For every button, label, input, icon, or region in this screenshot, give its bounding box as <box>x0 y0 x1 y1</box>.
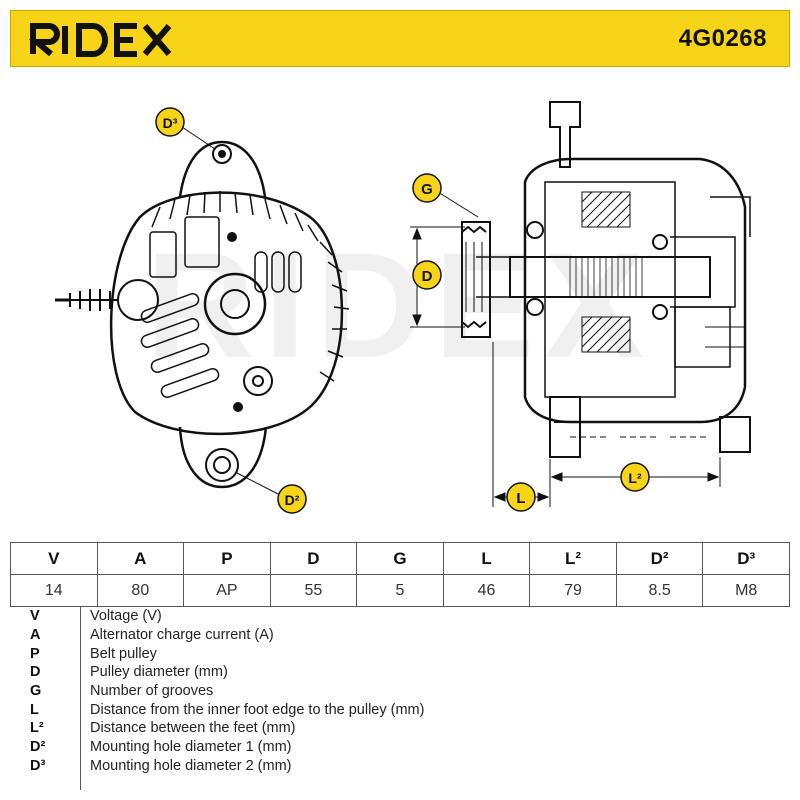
legend-symbol: D³ <box>30 757 46 774</box>
spec-header: P <box>183 542 271 575</box>
legend-item: D Pulley diameter (mm) <box>10 663 790 682</box>
spec-header: D <box>269 542 358 575</box>
legend-description: Mounting hole diameter 2 (mm) <box>90 757 292 774</box>
side-view <box>461 101 751 458</box>
legend-description: Mounting hole diameter 1 (mm) <box>90 739 292 756</box>
legend-description: Distance between the feet (mm) <box>90 720 296 737</box>
svg-text:D³: D³ <box>163 115 178 131</box>
spec-table: V A P D G L L² D² D³ 14 80 AP 55 5 46 79… <box>10 542 790 607</box>
spec-header-row: V A P D G L L² D² D³ <box>10 542 790 575</box>
legend-description: Distance from the inner foot edge to the… <box>90 701 425 718</box>
legend-item: V Voltage (V) <box>10 607 790 626</box>
legend-symbol: L <box>30 701 39 718</box>
legend-symbol: D² <box>30 739 46 756</box>
legend-symbol: P <box>30 645 40 662</box>
spec-value-row: 14 80 AP 55 5 46 79 8.5 M8 <box>10 574 790 607</box>
part-number: 4G0268 <box>678 25 767 52</box>
legend-item: D³ Mounting hole diameter 2 (mm) <box>10 757 790 776</box>
ridex-logo <box>29 23 172 57</box>
spec-value: 8.5 <box>615 574 704 607</box>
legend-description: Alternator charge current (A) <box>90 627 274 644</box>
legend-item: D² Mounting hole diameter 1 (mm) <box>10 738 790 757</box>
legend-symbol: L² <box>30 720 44 737</box>
spec-header: D² <box>615 542 704 575</box>
l2-dimension <box>549 436 721 487</box>
spec-header: V <box>10 542 98 575</box>
d-callout: D <box>412 260 442 290</box>
legend-item: A Alternator charge current (A) <box>10 626 790 645</box>
d2-callout: D² <box>234 471 307 514</box>
legend-symbol: D <box>30 664 41 681</box>
spec-value: M8 <box>702 574 790 607</box>
l-callout: L <box>506 482 536 512</box>
legend-item: L Distance from the inner foot edge to t… <box>10 700 790 719</box>
legend-description: Number of grooves <box>90 683 214 700</box>
spec-header: A <box>96 542 185 575</box>
legend-item: G Number of grooves <box>10 682 790 701</box>
legend-symbol: G <box>30 683 42 700</box>
legend-symbol: V <box>30 608 40 625</box>
spec-value: 55 <box>269 574 358 607</box>
d3-callout: D³ <box>155 107 216 150</box>
spec-header: L² <box>529 542 617 575</box>
svg-text:D²: D² <box>285 492 300 508</box>
legend-item: P Belt pulley <box>10 644 790 663</box>
legend-description: Pulley diameter (mm) <box>90 664 228 681</box>
spec-value: 80 <box>96 574 185 607</box>
svg-text:L²: L² <box>628 470 642 486</box>
front-view <box>55 140 350 489</box>
svg-text:L: L <box>516 490 525 507</box>
watermark: RIDEX <box>146 221 654 389</box>
legend-description: Belt pulley <box>90 645 157 662</box>
header-banner: 4G0268 <box>10 10 790 67</box>
legend-description: Voltage (V) <box>90 608 162 625</box>
legend-item: L² Distance between the feet (mm) <box>10 719 790 738</box>
spec-value: 5 <box>356 574 444 607</box>
spec-value: AP <box>183 574 271 607</box>
legend-symbol: A <box>30 627 41 644</box>
spec-header: G <box>356 542 444 575</box>
svg-text:D: D <box>422 268 433 285</box>
spec-value: 79 <box>529 574 617 607</box>
d-dimension <box>410 226 465 328</box>
g-callout: G <box>412 173 479 218</box>
l2-callout: L² <box>620 462 650 492</box>
spec-header: L <box>442 542 531 575</box>
legend-divider <box>80 607 81 790</box>
spec-header: D³ <box>702 542 790 575</box>
spec-value: 14 <box>10 574 98 607</box>
alternator-drawing: RIDEX <box>55 101 751 514</box>
legend: V Voltage (V) A Alternator charge curren… <box>10 607 790 790</box>
spec-value: 46 <box>442 574 531 607</box>
svg-text:G: G <box>421 181 433 198</box>
